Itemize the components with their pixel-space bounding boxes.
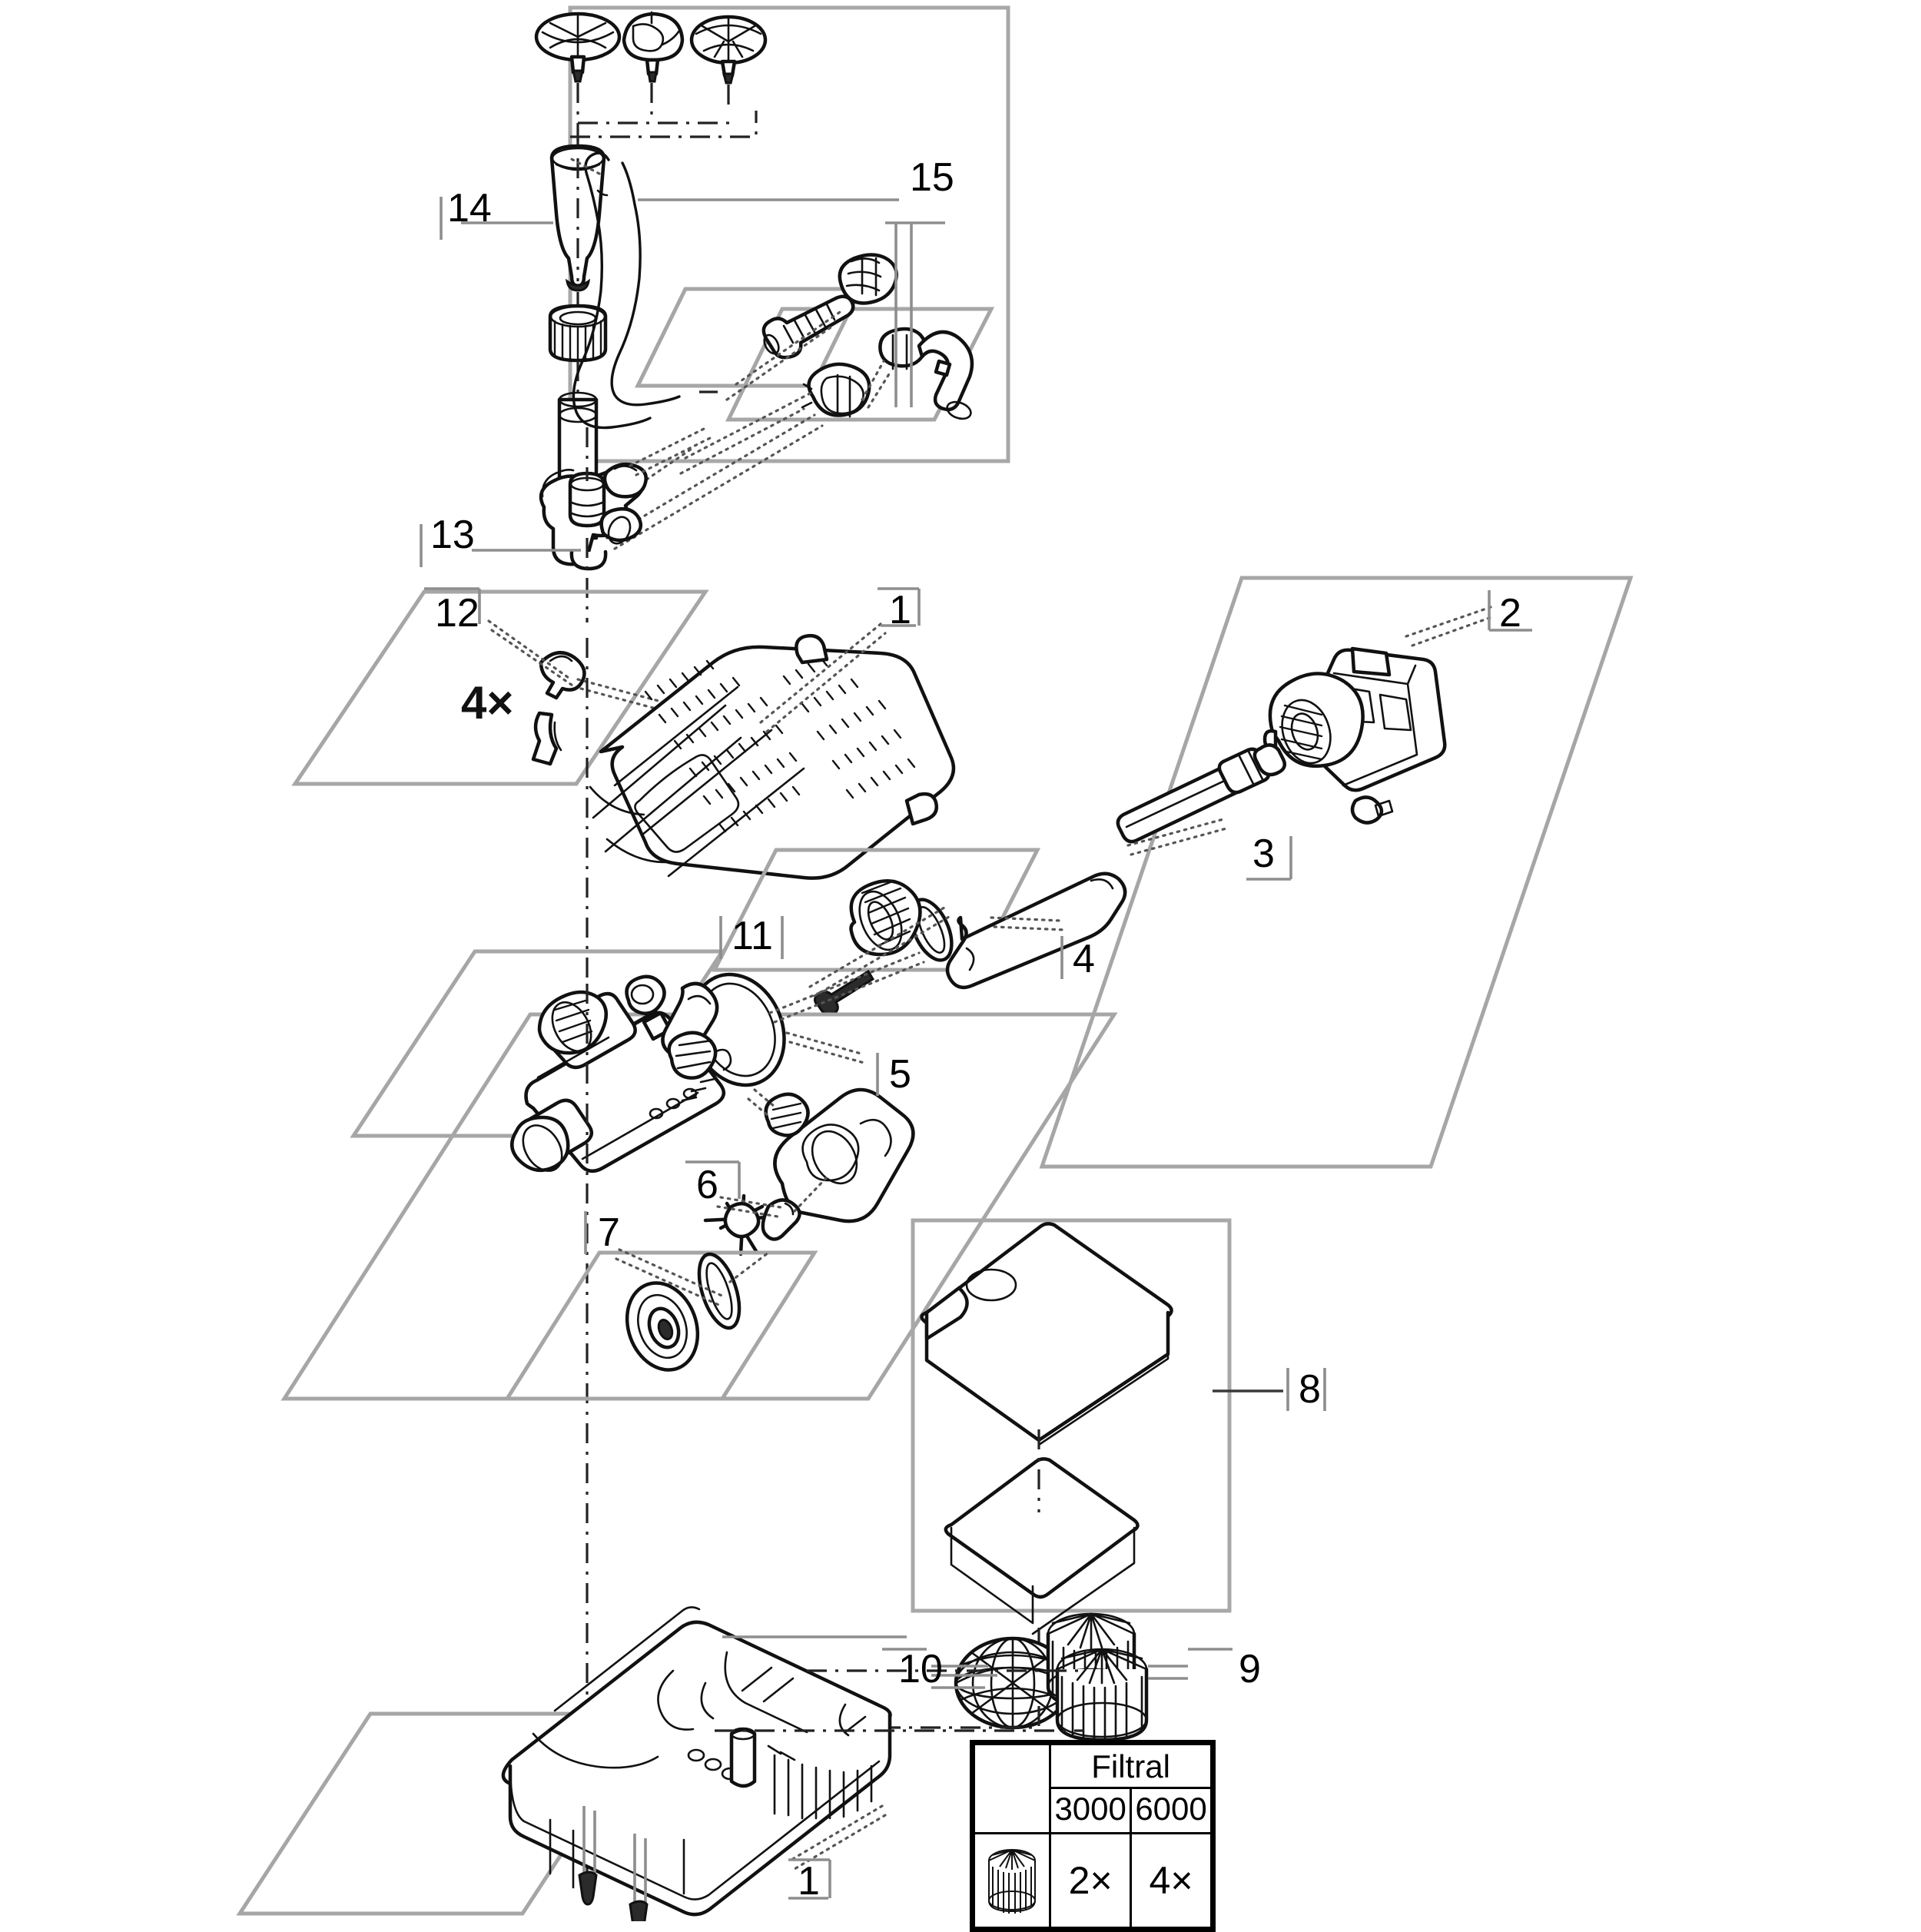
fountain-nozzle-lava <box>689 15 768 85</box>
flexible-hose <box>572 151 681 430</box>
centerline-media <box>862 1706 1040 1729</box>
table-model-3000: 3000 <box>1049 1787 1133 1834</box>
callout-11[interactable]: 11 <box>732 914 773 958</box>
group-frame-lid <box>291 589 709 786</box>
callout-10[interactable]: 10 <box>898 1647 943 1691</box>
lid-retaining-clip <box>531 651 586 766</box>
leader-lamp-3 <box>1126 818 1225 847</box>
leader-hose-to-valve <box>629 426 708 467</box>
filter-lid <box>589 634 956 880</box>
leader-barb-to-nut <box>735 309 844 386</box>
quartz-glass-sleeve <box>945 871 1127 990</box>
callout-1-lid[interactable]: 1 <box>889 588 911 632</box>
group-frame-connectors-15 <box>725 307 995 422</box>
impeller-with-shaft <box>703 1193 801 1256</box>
callout-14[interactable]: 14 <box>447 186 492 231</box>
table-corner-blank <box>972 1743 1052 1834</box>
table-brand-header: Filtral <box>1049 1743 1213 1789</box>
hose-coupling <box>801 362 871 418</box>
filter-brush-media-front <box>1055 1648 1149 1743</box>
hose-barb-nozzle <box>761 294 855 360</box>
basin-screws <box>578 1806 649 1921</box>
filter-foam-coarse <box>920 1222 1173 1446</box>
callout-7[interactable]: 7 <box>598 1210 620 1255</box>
uvc-lamp-tube <box>1116 743 1286 844</box>
group-frame-seal-7 <box>503 1250 818 1401</box>
callout-9[interactable]: 9 <box>1239 1647 1261 1691</box>
leader-basin-1 <box>790 1804 884 1861</box>
leader-hose-to-tube <box>566 155 601 175</box>
callout-12[interactable]: 12 <box>435 591 479 636</box>
callout-5[interactable]: 5 <box>889 1052 911 1097</box>
filter-basin-housing <box>501 1606 892 1917</box>
pump-inlet-cover <box>764 1087 915 1223</box>
washer-ring <box>697 1252 742 1330</box>
centerline-nozzle-join-b <box>570 111 758 138</box>
callout-3[interactable]: 3 <box>1252 832 1275 876</box>
group-frame-foam-8 <box>911 1218 1232 1613</box>
leader-clip-12 <box>487 619 570 679</box>
callout-6[interactable]: 6 <box>696 1163 718 1207</box>
group-frame-pump-lower <box>280 1012 1118 1401</box>
table-brush-icon-cell <box>972 1832 1052 1929</box>
bearing-seal <box>625 1281 700 1372</box>
leader-motor-2 <box>1405 606 1492 638</box>
callout-8[interactable]: 8 <box>1299 1367 1321 1412</box>
elbow-fitting <box>878 327 974 420</box>
quantity-multiplier-clip: 4× <box>461 677 514 729</box>
callout-1-basin[interactable]: 1 <box>798 1859 820 1904</box>
knurled-union-nut <box>849 879 922 957</box>
table-qty-3000: 2× <box>1049 1832 1133 1929</box>
filter-foam-fine <box>944 1457 1140 1635</box>
fountain-nozzle-volcano <box>622 11 685 83</box>
fountain-nozzle-bell <box>534 12 622 83</box>
filter-brush-icon <box>988 1848 1037 1914</box>
group-frame-pump-big <box>1039 576 1634 1169</box>
table-model-6000: 6000 <box>1130 1787 1213 1834</box>
union-nut-top <box>838 253 898 305</box>
pump-motor-block <box>1262 646 1447 825</box>
three-way-distributor-valve <box>539 463 648 571</box>
callout-13[interactable]: 13 <box>430 513 475 557</box>
leader-seal-7 <box>618 1248 727 1299</box>
table-qty-6000: 4× <box>1130 1832 1213 1929</box>
callout-2[interactable]: 2 <box>1499 591 1521 636</box>
callout-4[interactable]: 4 <box>1073 937 1095 981</box>
leader-cover <box>753 1088 776 1108</box>
callout-leaders <box>420 197 1532 1900</box>
callout-15[interactable]: 15 <box>910 155 954 200</box>
group-frame-basin <box>236 1711 657 1916</box>
model-quantity-table: Filtral 3000 6000 2× 4× <box>970 1740 1216 1932</box>
leader-housing-5 <box>785 1031 865 1056</box>
uvc-housing-block <box>510 974 732 1173</box>
leader-oring-11 <box>768 951 921 1014</box>
leader-4-assembly <box>808 904 950 988</box>
